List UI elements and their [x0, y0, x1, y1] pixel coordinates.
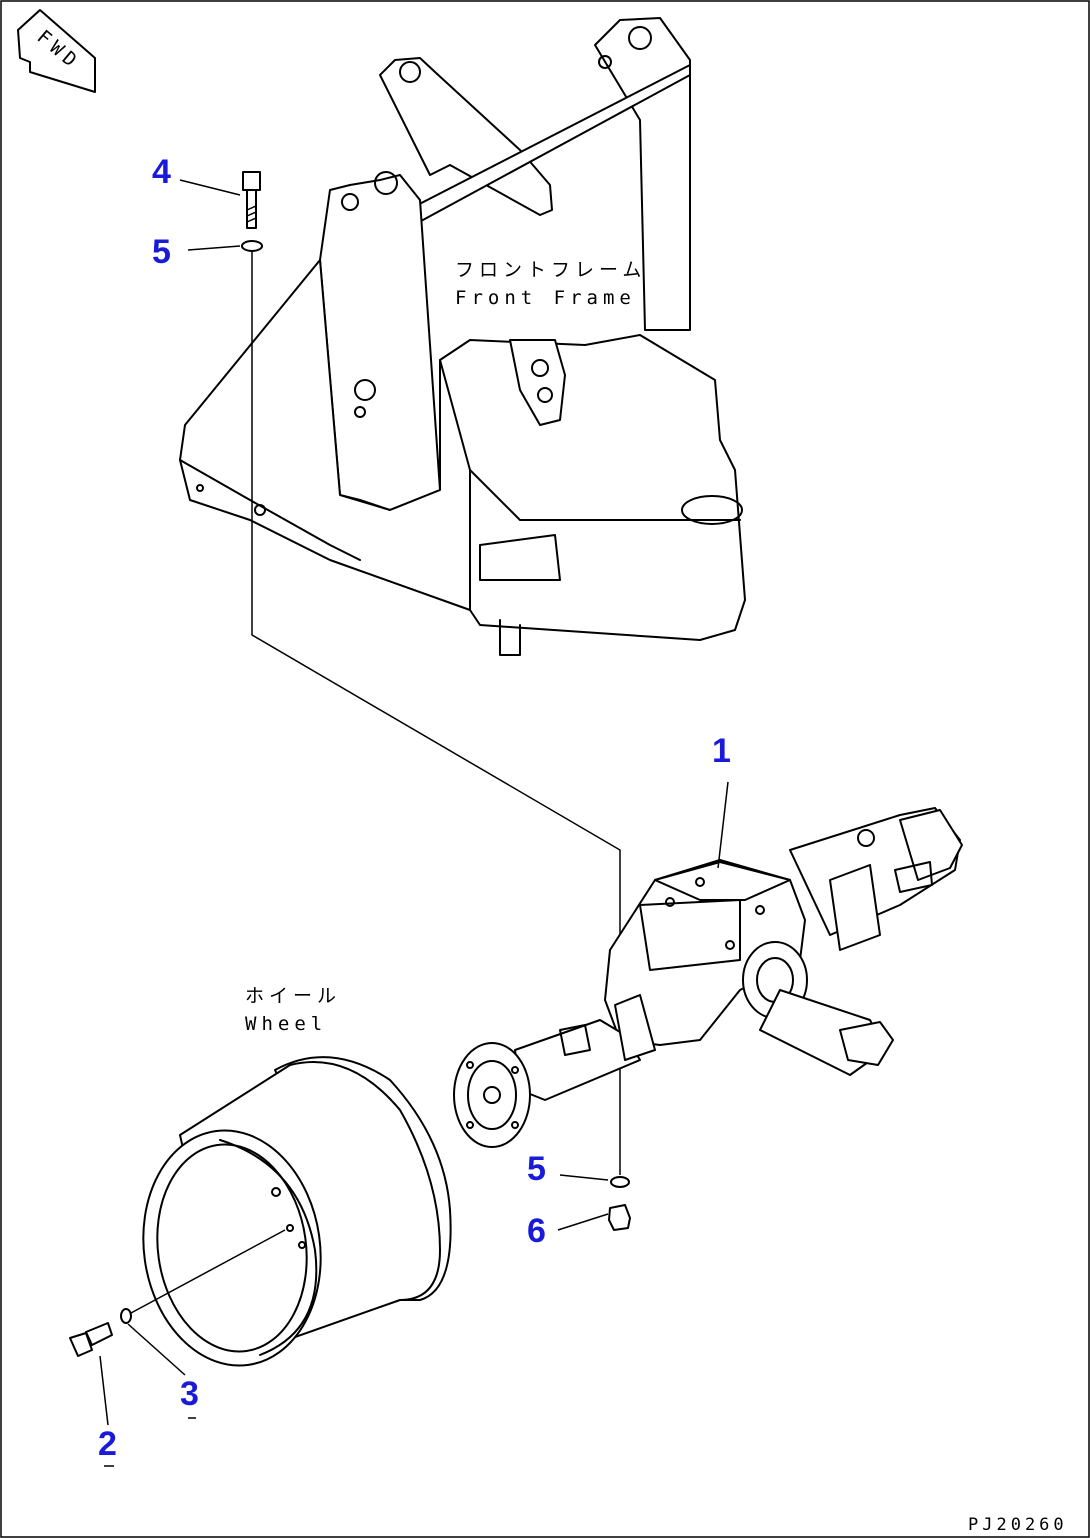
wheel-label-jp: ホイール	[245, 985, 341, 1007]
callout-axle: 1	[712, 732, 731, 770]
wheel-label-en: Wheel	[245, 1013, 327, 1035]
wheel-bolt-drawing	[69, 1322, 113, 1357]
mount-washer-top-drawing	[241, 240, 263, 252]
callout-mount-nut: 6	[527, 1212, 546, 1250]
mount-bolt-drawing	[242, 171, 261, 229]
front-frame-drawing	[179, 17, 746, 656]
front-frame-label-jp: フロントフレーム	[455, 259, 646, 281]
axle-drawing	[453, 807, 963, 1148]
callout-mount-washer-top: 5	[152, 233, 171, 271]
mount-washer-bottom-drawing	[610, 1176, 630, 1188]
front-frame-label-en: Front Frame	[455, 287, 636, 309]
wheel-washer-drawing	[120, 1308, 132, 1324]
wheel-drawing	[142, 1056, 452, 1367]
fwd-label: FWD	[33, 26, 85, 75]
wheel-bolt-leader-line	[130, 1229, 286, 1314]
drawing-code: PJ20260	[968, 1515, 1068, 1535]
callout-leaders	[99, 179, 729, 1467]
callout-mount-washer-bottom: 5	[527, 1150, 546, 1188]
callout-wheel-bolt: 2	[98, 1425, 117, 1463]
mount-nut-drawing	[608, 1204, 631, 1231]
callout-wheel-washer: 3	[180, 1375, 199, 1413]
fwd-arrow-icon: FWD	[17, 9, 96, 93]
callout-mount-bolt: 4	[152, 153, 171, 191]
